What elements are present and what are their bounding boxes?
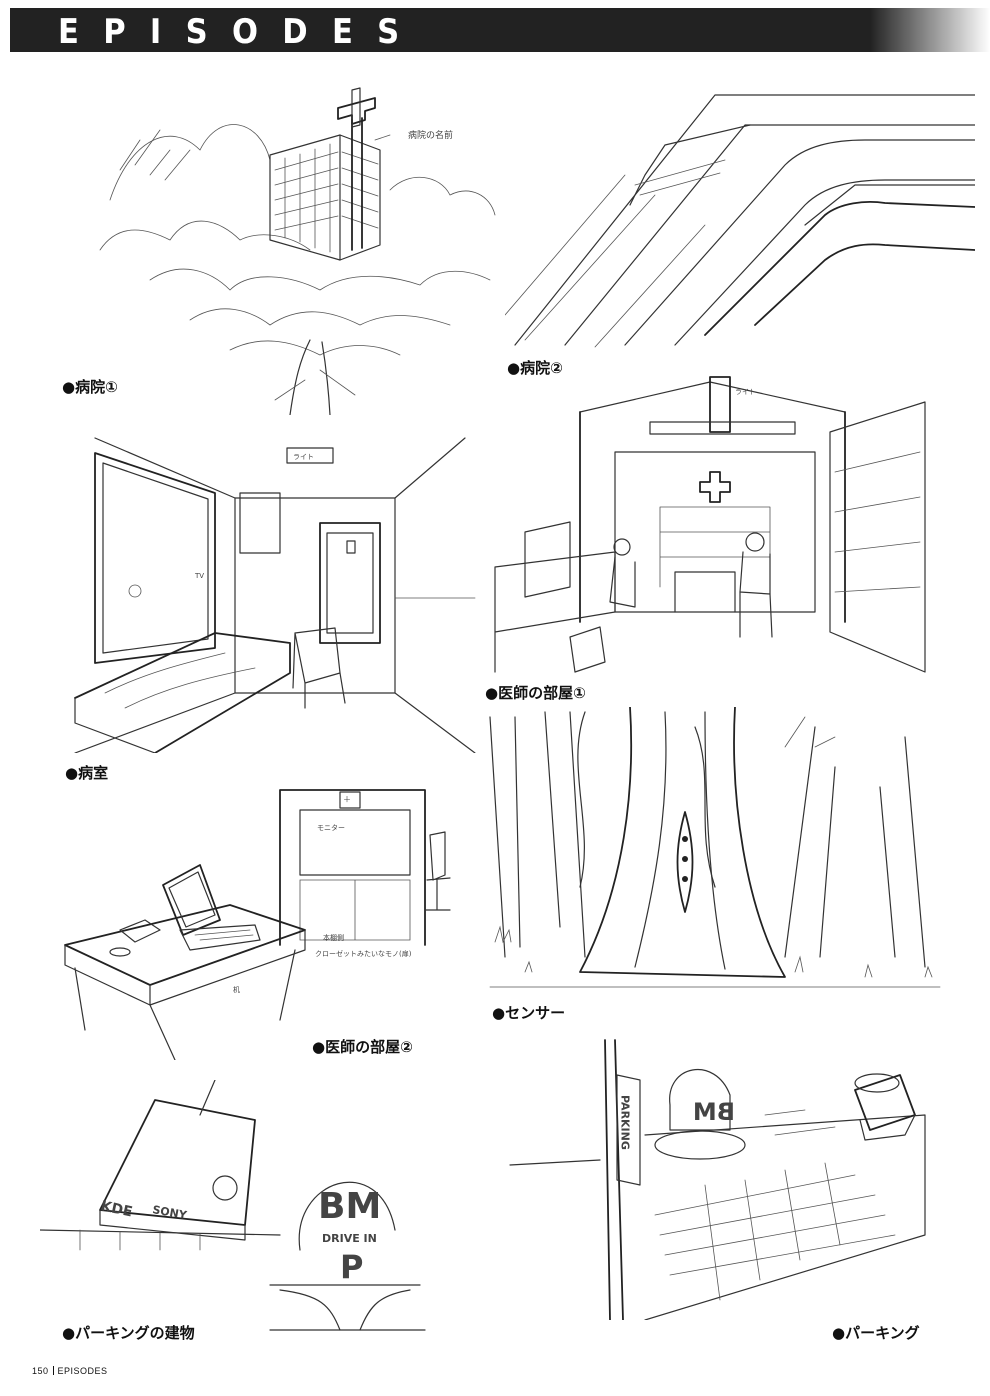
parking-drawing: PARKING BM	[509, 1039, 926, 1320]
sony-sign: SONY	[151, 1203, 188, 1222]
kde-sign: KDE	[99, 1198, 134, 1220]
bm-sign: BM	[318, 1186, 381, 1227]
hospital-name-note: 病院の名前	[408, 129, 453, 141]
bm-sign-mirrored: BM	[693, 1098, 735, 1126]
doctor-room-1-drawing: ライト	[494, 376, 926, 673]
sketch-hospital-1: 病院の名前	[90, 80, 510, 415]
p-sign: P	[340, 1248, 363, 1286]
hospital-room-drawing: ライト TV	[74, 437, 476, 753]
drive-in-sign: DRIVE IN	[322, 1232, 377, 1245]
doctor-room-2-drawing: ＋ モニター 本棚側 クローゼットみたいなモノ(扉) 机	[64, 789, 451, 1060]
hospital-2-drawing	[505, 94, 975, 348]
svg-text:＋: ＋	[343, 795, 351, 804]
caption-hospital-1: ●病院①	[62, 378, 118, 396]
monitor-note: モニター	[317, 823, 345, 832]
sketch-doctor-room-2: ＋ モニター 本棚側 クローゼットみたいなモノ(扉) 机	[55, 780, 470, 1060]
sketch-sensor	[485, 707, 945, 997]
light-note-2: ライト	[735, 388, 756, 396]
header-fade	[870, 8, 990, 52]
footer-separator	[52, 1366, 54, 1375]
sketch-hospital-room: ライト TV	[65, 433, 485, 753]
parking-building-drawing: KDE SONY BM DRIVE IN P	[40, 1080, 426, 1331]
sketch-parking-building: KDE SONY BM DRIVE IN P	[40, 1080, 440, 1345]
footer-section: EPISODES	[57, 1366, 108, 1376]
caption-parking-building: ●パーキングの建物	[62, 1324, 195, 1342]
parking-vertical-sign: PARKING	[619, 1095, 632, 1150]
caption-doctor-room-2: ●医師の部屋②	[312, 1038, 413, 1056]
caption-doctor-room-1: ●医師の部屋①	[485, 684, 586, 702]
caption-hospital-2: ●病院②	[507, 359, 563, 377]
sketch-parking: PARKING BM	[505, 1035, 945, 1320]
header-bar	[10, 8, 990, 52]
desk-note: 机	[233, 985, 240, 994]
door-note: 本棚側	[323, 933, 344, 942]
footer: 150 EPISODES	[32, 1366, 108, 1376]
page-number: 150	[32, 1366, 49, 1376]
hospital-1-drawing: 病院の名前	[99, 87, 496, 415]
closet-note: クローゼットみたいなモノ(扉)	[315, 949, 412, 958]
light-note: ライト	[293, 453, 314, 461]
caption-parking: ●パーキング	[832, 1324, 920, 1342]
page-title: EPISODES	[58, 12, 424, 52]
caption-hospital-room: ●病室	[65, 764, 109, 782]
sensor-drawing	[489, 707, 941, 988]
sketch-hospital-2	[505, 85, 975, 350]
tv-note: TV	[194, 572, 204, 580]
caption-sensor: ●センサー	[492, 1004, 566, 1022]
sketch-doctor-room-1: ライト	[485, 372, 945, 677]
